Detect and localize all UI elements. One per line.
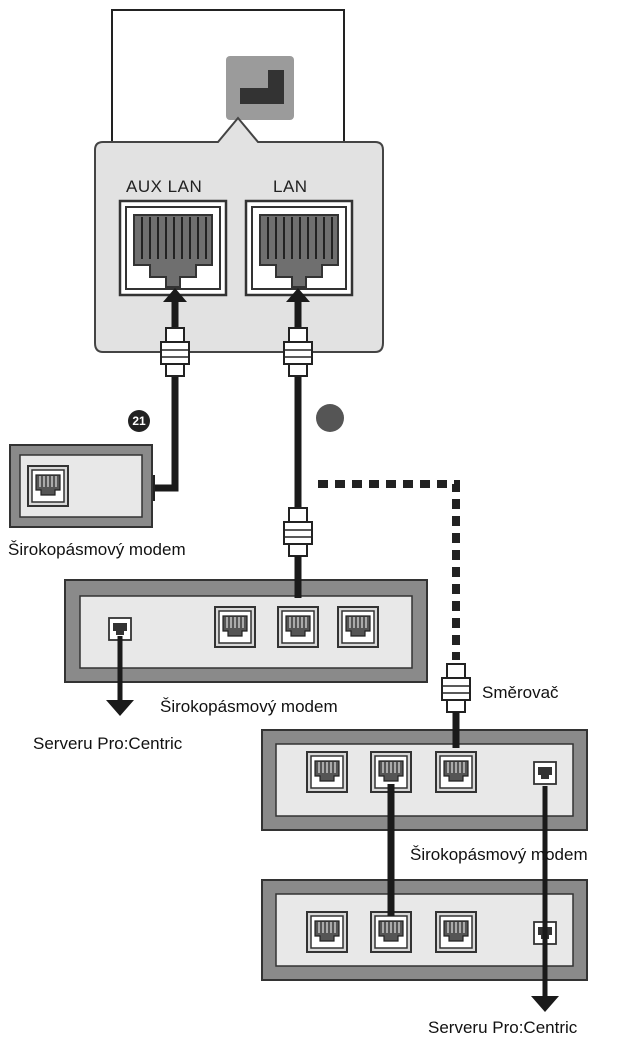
aux-lan-port[interactable] xyxy=(118,199,228,297)
lower-modem-port[interactable] xyxy=(306,911,348,953)
lan-label: LAN xyxy=(273,177,308,196)
aux-lan-label: AUX LAN xyxy=(126,177,203,196)
router-port[interactable] xyxy=(435,751,477,793)
main-modem-port[interactable] xyxy=(214,606,256,648)
rj45-plug xyxy=(283,507,313,557)
lower-modem-port[interactable] xyxy=(370,911,412,953)
main-modem-port[interactable] xyxy=(277,606,319,648)
connection-dot xyxy=(316,404,344,432)
router-wan-port[interactable] xyxy=(533,761,557,785)
step-badge: 21 xyxy=(128,410,150,432)
lan-port[interactable] xyxy=(244,199,354,297)
small-modem-port[interactable] xyxy=(27,465,69,507)
server-bottom-label: Serveru Pro:Centric xyxy=(428,1018,578,1037)
router-label: Směrovač xyxy=(482,683,559,702)
arrow-up-lan xyxy=(286,288,310,302)
server-left-label: Serveru Pro:Centric xyxy=(33,734,183,753)
lower-modem-port[interactable] xyxy=(435,911,477,953)
main-modem-port[interactable] xyxy=(337,606,379,648)
rj45-plug xyxy=(160,327,190,377)
lower-modem-label: Širokopásmový modem xyxy=(410,845,588,864)
rj45-plug xyxy=(441,663,471,713)
small-modem-label: Širokopásmový modem xyxy=(8,540,186,559)
arrow-down-left-server xyxy=(106,700,134,716)
main-modem-label: Širokopásmový modem xyxy=(160,697,338,716)
arrow-up-aux xyxy=(163,288,187,302)
router-port[interactable] xyxy=(306,751,348,793)
arrow-down-bottom-server xyxy=(531,996,559,1012)
rj45-plug xyxy=(283,327,313,377)
